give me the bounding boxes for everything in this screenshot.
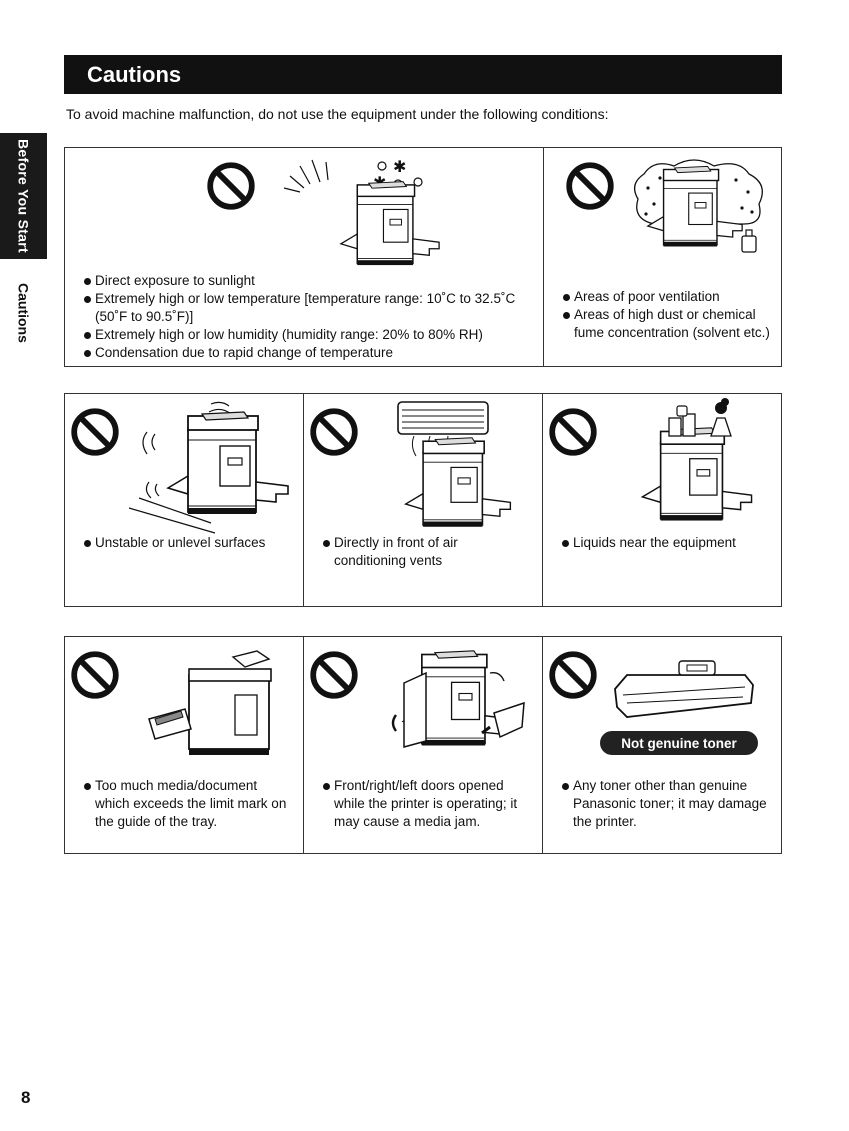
prohibition-icon xyxy=(69,406,121,458)
printer-with-liquids-icon xyxy=(641,398,753,522)
caution-text: Too much media/document which exceeds th… xyxy=(83,777,293,831)
caution-caption: Any toner other than genuine Panasonic t… xyxy=(561,777,771,831)
section-label: Cautions xyxy=(15,283,32,343)
caution-text: Unstable or unlevel surfaces xyxy=(83,534,293,552)
section-tab[interactable]: Before You Start xyxy=(0,133,47,259)
caution-text: Front/right/left doors opened while the … xyxy=(322,777,532,831)
caution-cell: Liquids near the equipment xyxy=(543,394,781,606)
open-doors-icon xyxy=(391,649,525,748)
prohibition-icon xyxy=(308,649,360,701)
caution-text: Extremely high or low humidity (humidity… xyxy=(83,326,533,344)
caution-text: Liquids near the equipment xyxy=(561,534,771,552)
prohibition-icon xyxy=(308,406,360,458)
caution-cell: ✱ ✱ Direct exposure to sunlight Extremel… xyxy=(65,148,544,366)
caution-caption: Liquids near the equipment xyxy=(561,534,771,552)
prohibition-icon xyxy=(205,160,257,212)
caution-text: Direct exposure to sunlight xyxy=(83,272,533,290)
caution-row: Too much media/document which exceeds th… xyxy=(64,636,782,854)
caution-caption: Direct exposure to sunlight Extremely hi… xyxy=(83,272,533,362)
caution-text: Condensation due to rapid change of temp… xyxy=(83,344,533,362)
caution-cell: Too much media/document which exceeds th… xyxy=(65,637,304,853)
caution-row: ✱ ✱ Direct exposure to sunlight Extremel… xyxy=(64,147,782,367)
caution-caption: Too much media/document which exceeds th… xyxy=(83,777,293,831)
caution-cell: Unstable or unlevel surfaces xyxy=(65,394,304,606)
caution-cell: Areas of poor ventilation Areas of high … xyxy=(544,148,781,366)
caution-caption: Unstable or unlevel surfaces xyxy=(83,534,293,552)
printer-in-sunlight-icon: ✱ ✱ xyxy=(283,157,440,266)
svg-text:✱: ✱ xyxy=(393,157,406,176)
toner-cartridge-icon xyxy=(614,660,754,718)
page-title: Cautions xyxy=(87,61,182,87)
prohibition-icon xyxy=(547,649,599,701)
prohibition-icon xyxy=(69,649,121,701)
title-bar: Cautions xyxy=(64,55,782,94)
page-number: 8 xyxy=(21,1088,31,1107)
caution-cell: Front/right/left doors opened while the … xyxy=(304,637,543,853)
printer-on-tilted-surface-icon xyxy=(128,401,289,534)
prohibition-icon xyxy=(564,160,616,212)
printer-under-air-conditioner-icon xyxy=(397,401,512,528)
printer-in-dust-icon xyxy=(633,159,763,253)
caution-caption: Front/right/left doors opened while the … xyxy=(322,777,532,831)
caution-text: Directly in front of air conditioning ve… xyxy=(322,534,532,570)
caution-text: Areas of high dust or chemical fume conc… xyxy=(562,306,771,342)
caution-text: Extremely high or low temperature [tempe… xyxy=(83,290,533,326)
prohibition-icon xyxy=(547,406,599,458)
not-genuine-toner-badge: Not genuine toner xyxy=(600,731,758,755)
caution-text: Any toner other than genuine Panasonic t… xyxy=(561,777,771,831)
caution-cell: Not genuine toner Any toner other than g… xyxy=(543,637,781,853)
caution-caption: Areas of poor ventilation Areas of high … xyxy=(562,288,771,342)
intro-text: To avoid machine malfunction, do not use… xyxy=(66,106,609,122)
caution-caption: Directly in front of air conditioning ve… xyxy=(322,534,532,570)
caution-row: Unstable or unlevel surfaces Directly in… xyxy=(64,393,782,607)
overloaded-tray-icon xyxy=(148,650,272,755)
caution-cell: Directly in front of air conditioning ve… xyxy=(304,394,543,606)
caution-text: Areas of poor ventilation xyxy=(562,288,771,306)
